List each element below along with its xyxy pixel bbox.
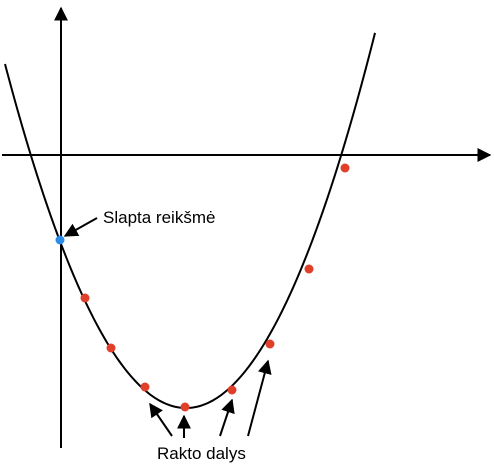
points-group: [55, 163, 350, 412]
key-share-point-5: [227, 385, 237, 395]
key-share-point-6: [265, 339, 275, 349]
key-share-point-1: [80, 293, 90, 303]
key-share-point-4: [180, 402, 190, 412]
secret-arrow: [63, 217, 98, 237]
key-share-point-7: [304, 264, 314, 274]
secret-point: [55, 235, 65, 245]
key-share-point-3: [140, 382, 150, 392]
key-share-point-8: [340, 163, 350, 173]
share-arrow-3: [219, 398, 235, 437]
share-arrow-4: [247, 359, 272, 437]
key-share-point-2: [106, 343, 116, 353]
share-arrow-1: [149, 402, 173, 437]
key-shares-label: Rakto dalys: [157, 444, 246, 463]
polynomial-curve: [4, 32, 376, 409]
secret-value-label: Slapta reikšmė: [103, 208, 215, 227]
